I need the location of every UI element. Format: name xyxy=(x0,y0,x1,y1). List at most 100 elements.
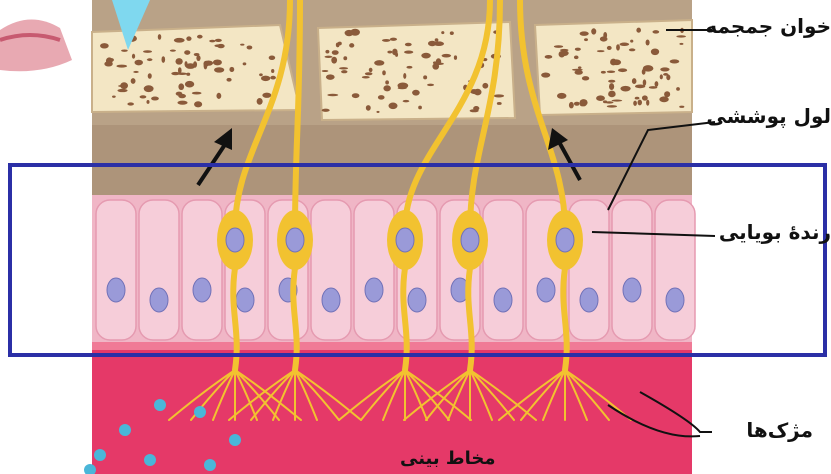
bone-pore xyxy=(117,89,127,92)
skull-bone-layer xyxy=(92,0,692,125)
bone-pore xyxy=(580,103,587,106)
bone-pore xyxy=(591,28,596,34)
bone-pore xyxy=(362,76,370,79)
bone-pore xyxy=(454,55,457,59)
bone-pore xyxy=(121,49,128,51)
bone-pore xyxy=(170,50,176,52)
bone-pore xyxy=(326,74,335,79)
receptor-nucleus xyxy=(461,228,479,252)
bone-pore xyxy=(327,94,338,97)
bone-pore xyxy=(660,67,669,71)
bone-pore xyxy=(646,39,650,45)
bone-pore xyxy=(194,53,200,56)
bone-pore xyxy=(612,100,623,102)
bone-pore xyxy=(270,76,276,80)
bone-pore xyxy=(186,36,191,40)
bone-pore xyxy=(177,72,187,75)
bone-pore xyxy=(240,44,244,46)
bone-pore xyxy=(143,50,152,53)
bone-pore xyxy=(405,43,412,47)
bone-pore xyxy=(214,67,224,72)
cell-nucleus xyxy=(150,288,168,312)
bone-pore xyxy=(608,91,616,98)
bone-pore xyxy=(434,41,444,46)
bone-pore xyxy=(127,102,134,105)
bone-pore xyxy=(243,62,247,65)
bone-pore xyxy=(336,42,340,47)
bone-pore xyxy=(343,56,347,60)
bone-pore xyxy=(365,72,373,75)
label-cilia: مژک‌ها xyxy=(746,418,813,442)
bone-pore xyxy=(322,70,329,72)
bone-pore xyxy=(679,106,684,108)
bone-pore xyxy=(247,45,253,49)
bone-pore xyxy=(390,38,397,41)
bone-pore xyxy=(643,79,646,85)
bone-pore xyxy=(197,35,203,39)
cell-nucleus xyxy=(107,278,125,302)
bone-pore xyxy=(616,44,620,50)
bone-pore xyxy=(216,93,221,99)
bone-pore xyxy=(578,66,582,69)
receptor-nucleus xyxy=(226,228,244,252)
bone-pore xyxy=(601,71,606,74)
odor-particle xyxy=(229,434,241,446)
cell-nucleus xyxy=(537,278,555,302)
receptor-nucleus xyxy=(396,228,414,252)
bone-pore xyxy=(569,102,574,109)
bone-pore xyxy=(366,105,371,111)
bone-pore xyxy=(582,76,589,80)
bone-pore xyxy=(609,83,614,90)
bone-pore xyxy=(435,38,439,42)
bone-pore xyxy=(494,94,504,97)
bone-pore xyxy=(403,73,406,79)
label-olfactory-receptor: رندهٔ بویایی xyxy=(719,220,831,244)
bone-pore xyxy=(423,75,427,79)
bone-pore xyxy=(147,58,153,61)
bone-pore xyxy=(676,35,686,37)
bone-pore xyxy=(387,51,392,54)
bone-pore xyxy=(541,72,550,77)
bone-pore xyxy=(378,95,385,100)
bone-pore xyxy=(421,53,430,59)
receptor-nucleus xyxy=(556,228,574,252)
bone-pore xyxy=(620,86,630,92)
bone-pore xyxy=(144,85,154,92)
bone-pore xyxy=(158,34,161,40)
bone-pore xyxy=(185,63,195,69)
bone-pore xyxy=(185,81,194,88)
bone-pore xyxy=(442,54,451,58)
cell-nucleus xyxy=(236,288,254,312)
bone-pore xyxy=(649,86,658,89)
odor-particle xyxy=(154,399,166,411)
bone-pore xyxy=(345,30,354,36)
bone-pore xyxy=(679,43,683,45)
left-nose-fragment xyxy=(0,0,92,474)
bone-pore xyxy=(349,43,354,47)
bone-pore xyxy=(262,93,271,98)
cell-nucleus xyxy=(623,278,641,302)
bone-pore xyxy=(177,101,187,105)
bone-pore xyxy=(608,80,615,83)
cell-nucleus xyxy=(193,278,211,302)
bone-pore xyxy=(257,98,263,105)
bone-pore xyxy=(325,56,333,58)
bone-pore xyxy=(175,58,182,65)
bone-pore xyxy=(596,95,605,101)
bone-pore xyxy=(382,39,390,42)
bone-pore xyxy=(382,70,386,75)
bone-pore xyxy=(116,65,127,68)
label-skull-bone: خوان جمجمه xyxy=(705,14,831,38)
epithelial-cell xyxy=(311,200,351,340)
epithelial-cell xyxy=(483,200,523,340)
bone-pore xyxy=(406,66,412,69)
bone-pore xyxy=(151,97,159,101)
bone-pore xyxy=(635,84,645,88)
bone-pore xyxy=(133,71,139,73)
bone-pore xyxy=(557,93,566,99)
bone-pore xyxy=(131,78,136,84)
bone-pore xyxy=(404,50,413,53)
bone-pore xyxy=(434,62,444,64)
bone-pore xyxy=(325,50,329,54)
